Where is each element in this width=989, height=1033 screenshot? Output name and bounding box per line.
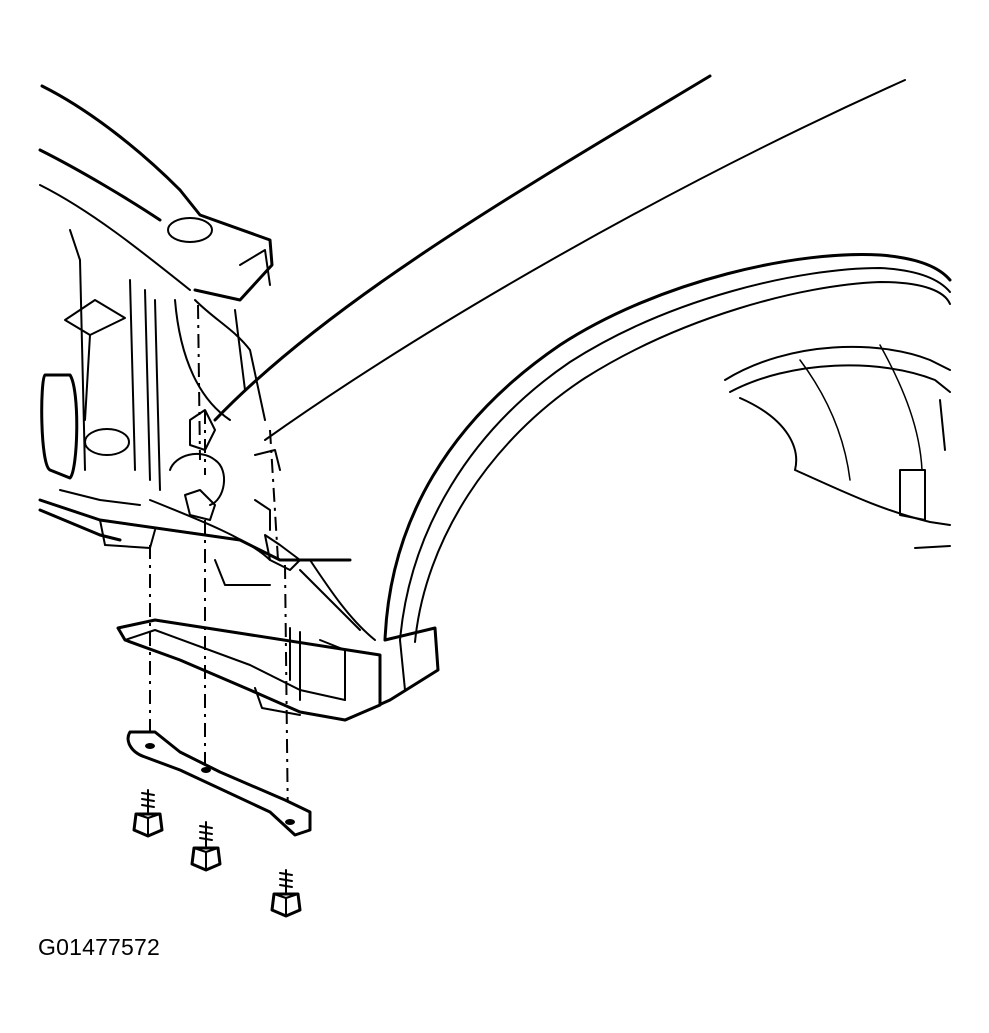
alignment-lines	[149, 304, 289, 831]
figure-id-label: G01477572	[38, 934, 161, 960]
fender-support-bracket	[116, 618, 382, 722]
bolt-1	[132, 789, 164, 838]
bolt-3	[270, 869, 302, 918]
radiator-support	[38, 84, 352, 586]
fender-panel	[213, 74, 952, 722]
wheel-well-liner	[724, 344, 951, 549]
bolt-2	[190, 821, 222, 872]
reinforcement-plate	[126, 730, 312, 837]
mounting-bracket	[169, 409, 376, 641]
